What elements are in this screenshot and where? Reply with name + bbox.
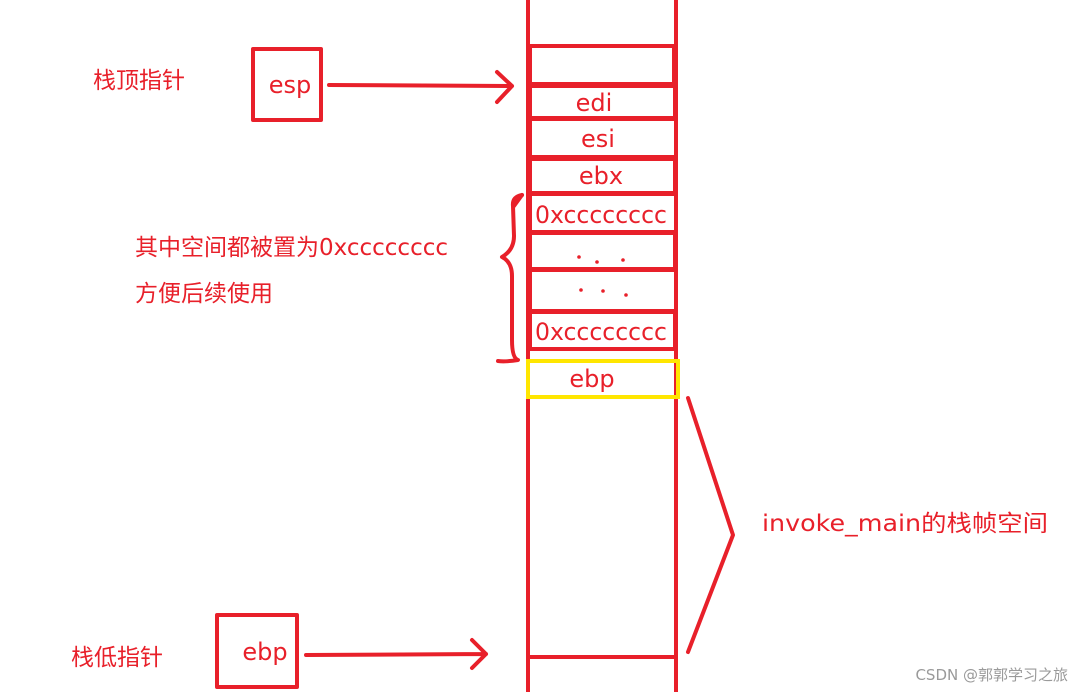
frame-note: invoke_main的栈帧空间 <box>762 511 1048 537</box>
stack-slot-empty-top <box>528 44 676 86</box>
ellipsis-dot <box>624 293 628 297</box>
frame-bracket <box>686 396 735 654</box>
fill-area-brace <box>496 193 524 364</box>
stack-bottom-pointer-label: 栈低指针 <box>71 645 163 671</box>
stack-slot-label: 0xcccccccc <box>535 318 667 346</box>
stack-slot-cccc-last <box>528 310 677 351</box>
ebp-box <box>215 613 299 689</box>
stack-slot-label: ebx <box>579 162 623 190</box>
esp-arrow <box>327 70 514 104</box>
ellipsis-dot <box>577 255 581 259</box>
stack-slot-label: esi <box>581 125 615 153</box>
stack-top-pointer-label: 栈顶指针 <box>93 68 185 94</box>
ellipsis-dot <box>601 289 605 293</box>
ellipsis-dot <box>621 258 625 262</box>
fill-area-brace-stub <box>512 193 524 208</box>
stack-slot-label: edi <box>576 89 613 117</box>
ellipsis-dot <box>579 288 583 292</box>
esp-box <box>251 47 323 122</box>
watermark: CSDN @郭郭学习之旅 <box>915 666 1068 684</box>
fill-note-line1: 其中空间都被置为0xcccccccc <box>135 235 448 261</box>
ebp-box-label: ebp <box>242 638 287 666</box>
ebp-arrow <box>304 638 488 670</box>
stack-slot-dots-1 <box>528 231 677 271</box>
stack-slot-label: ebp <box>569 365 614 393</box>
stack-slot-label: 0xcccccccc <box>535 201 667 229</box>
stack-slot-ebp-highlight <box>526 359 680 399</box>
ellipsis-dot <box>595 260 599 264</box>
fill-note-line2: 方便后续使用 <box>135 281 273 307</box>
esp-box-label: esp <box>269 71 312 99</box>
